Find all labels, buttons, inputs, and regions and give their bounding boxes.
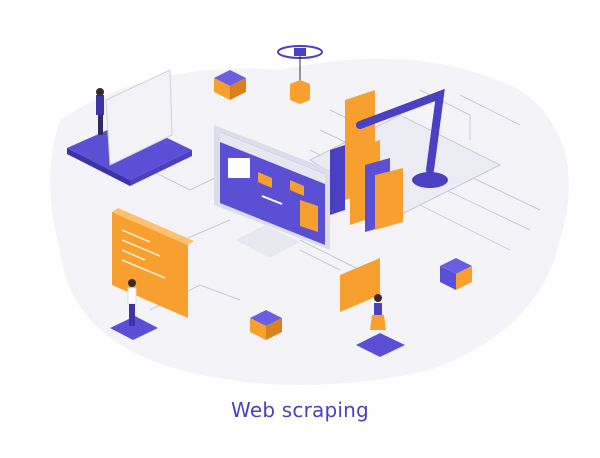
woman-with-code-panel	[340, 258, 405, 357]
user-monitor-platform	[67, 69, 192, 186]
code-screen	[110, 208, 194, 340]
server-cube	[214, 70, 246, 100]
drone	[277, 45, 323, 104]
robot-arm	[356, 88, 448, 188]
central-monitor	[214, 125, 330, 258]
server-cube-bottom	[250, 310, 282, 340]
page-title: Web scraping	[231, 398, 369, 422]
server-cube-right	[440, 258, 472, 290]
data-columns	[330, 90, 403, 232]
